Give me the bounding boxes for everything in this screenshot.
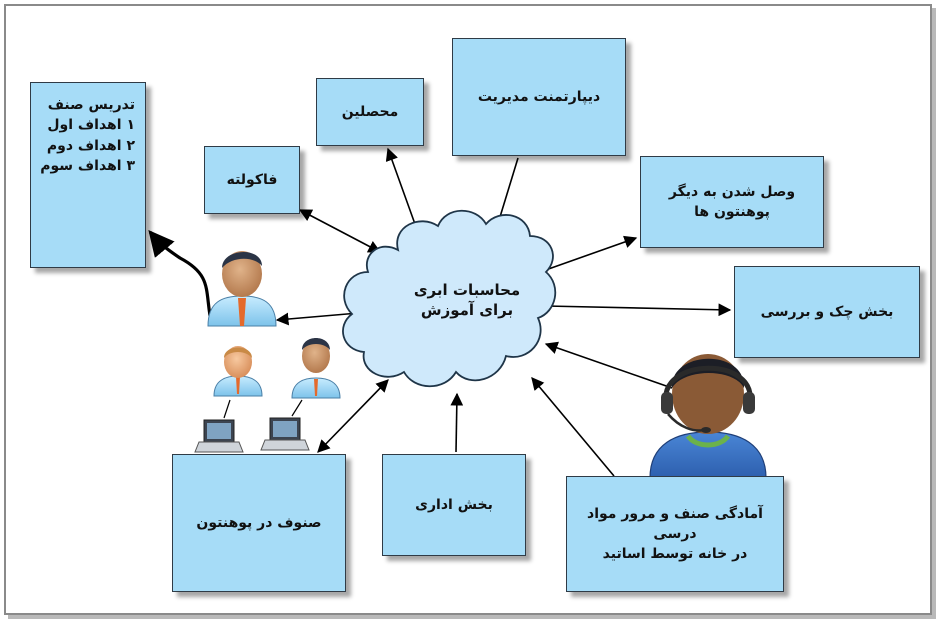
faculty-box: فاکولته xyxy=(204,146,300,214)
arrow-teacher-prep xyxy=(531,377,615,477)
connectors xyxy=(148,147,732,477)
laptop-icon xyxy=(260,417,310,451)
management-department-box: دیپارتمنت مدیریت xyxy=(452,38,626,156)
arrow-review xyxy=(545,303,732,317)
arrow-administration xyxy=(450,392,464,453)
student-avatar-icon xyxy=(291,338,341,399)
student-avatar-icon xyxy=(213,346,263,397)
cloud-computing-label: محاسبات ابری برای آموزش xyxy=(413,280,521,319)
university-classes-box: صنوف در پوهنتون xyxy=(172,454,346,592)
arrow-classes xyxy=(317,379,389,453)
headset-user-icon xyxy=(649,354,767,479)
class-objectives-box: تدریس صنف ۱ اهداف اول ۲ اهداف دوم ۳ اهدا… xyxy=(30,82,146,268)
administration-box: بخش اداری xyxy=(382,454,526,556)
laptop-link-1 xyxy=(223,399,231,419)
arrow-faculty xyxy=(298,209,382,253)
cloud-shape xyxy=(342,209,557,388)
laptop-icon xyxy=(194,419,244,453)
arrow-connect-universities xyxy=(539,235,638,273)
graduates-box: محصلین xyxy=(316,78,424,146)
laptop-link-2 xyxy=(291,399,303,417)
arrow-teacher-objectives xyxy=(148,230,214,327)
teacher-avatar-icon xyxy=(207,251,277,327)
review-section-box: بخش چک و بررسی xyxy=(734,266,920,358)
teacher-preparation-box: آمادگی صنف و مرور مواد درسی در خانه توسط… xyxy=(566,476,784,592)
arrow-headset xyxy=(544,341,673,389)
connect-universities-box: وصل شدن به دیگر پوهنتون ها xyxy=(640,156,824,248)
